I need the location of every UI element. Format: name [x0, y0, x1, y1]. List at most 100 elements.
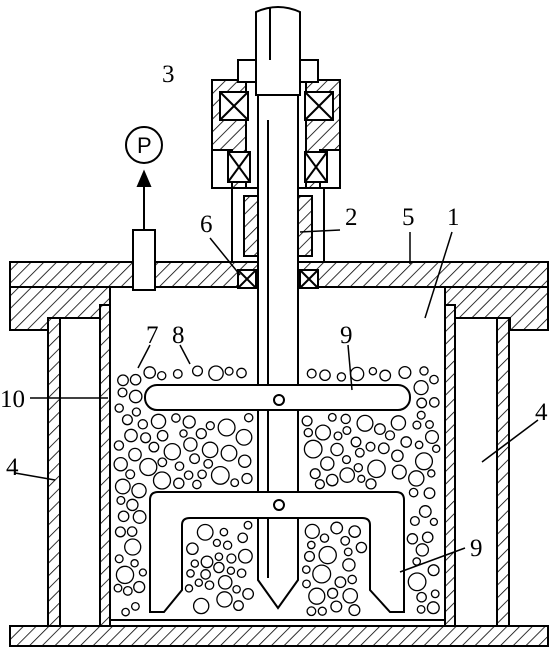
- bubble: [414, 452, 434, 471]
- bubble: [356, 414, 374, 432]
- bubble: [301, 415, 313, 427]
- bubble: [174, 461, 185, 472]
- bubble: [139, 457, 158, 477]
- bubble: [232, 584, 241, 594]
- bubble: [114, 478, 131, 495]
- bubble: [308, 587, 326, 605]
- bubble: [342, 587, 359, 604]
- bubble: [114, 554, 124, 564]
- bubble: [330, 600, 343, 613]
- bubble: [222, 540, 233, 551]
- bubble: [129, 373, 142, 386]
- bubble: [192, 597, 210, 615]
- bubble: [421, 531, 434, 544]
- bubble: [126, 498, 139, 512]
- bubble: [131, 407, 142, 417]
- bubble: [236, 568, 247, 579]
- bubble: [205, 421, 215, 431]
- label-2: 2: [345, 204, 358, 231]
- bubble: [306, 540, 316, 550]
- label-7: 7: [146, 322, 159, 349]
- bubble: [212, 538, 222, 548]
- hollow-stirring-shaft: [257, 94, 299, 610]
- bubble: [113, 440, 125, 451]
- bubble: [353, 462, 364, 473]
- right-vessel-wall: [444, 304, 456, 627]
- bubble: [216, 591, 233, 608]
- bubble: [377, 442, 390, 455]
- bubble: [303, 439, 323, 459]
- bubble: [431, 444, 441, 454]
- bubble: [148, 441, 160, 453]
- bubble: [427, 469, 436, 478]
- bubble: [124, 538, 142, 556]
- bubble: [355, 541, 368, 554]
- bubble: [343, 547, 353, 557]
- bubble: [340, 535, 351, 546]
- bubble: [150, 413, 167, 430]
- bubble: [409, 515, 420, 527]
- bubble: [368, 366, 378, 376]
- label-9-bottom: 9: [470, 535, 483, 562]
- bubble: [413, 379, 429, 396]
- bubble: [373, 423, 386, 436]
- bubble: [122, 585, 133, 596]
- bubble: [327, 412, 337, 422]
- bubble: [132, 510, 147, 524]
- bubble: [341, 455, 352, 465]
- bubble: [425, 420, 434, 429]
- bubble: [416, 397, 428, 409]
- bubble: [182, 415, 196, 429]
- bubble: [133, 580, 146, 594]
- bubble: [200, 555, 214, 569]
- lower-impeller: [149, 491, 405, 613]
- bubble: [429, 517, 439, 527]
- bubble: [121, 414, 133, 426]
- label-5: 5: [402, 204, 415, 231]
- bubble: [243, 412, 254, 423]
- bubble: [137, 419, 149, 430]
- bubble: [226, 553, 237, 564]
- bubble: [365, 478, 377, 490]
- bubble: [114, 526, 126, 538]
- bubble: [314, 479, 326, 490]
- bubble: [414, 440, 424, 450]
- bubble: [391, 449, 404, 463]
- bubble: [124, 428, 138, 443]
- bubble: [195, 427, 207, 440]
- bubble: [126, 526, 138, 537]
- bubble: [200, 569, 211, 580]
- bubble: [319, 369, 331, 382]
- bubble: [419, 366, 429, 376]
- bubble: [113, 456, 128, 472]
- bubble: [220, 444, 238, 462]
- label-1: 1: [447, 204, 460, 231]
- bubble: [318, 545, 337, 565]
- pressure-gauge: [125, 126, 163, 164]
- bubble: [214, 552, 224, 562]
- bubble: [423, 487, 436, 500]
- bubble: [210, 465, 230, 485]
- bubble: [143, 366, 157, 379]
- right-jacket-outer-wall: [496, 317, 510, 627]
- label-10: 10: [0, 386, 25, 413]
- bubble: [340, 413, 351, 425]
- bubble: [354, 447, 365, 458]
- bubble: [317, 606, 327, 616]
- bubble: [426, 601, 440, 615]
- left-jacket-channel: [59, 317, 101, 627]
- bubble: [186, 569, 195, 578]
- label-6: 6: [200, 211, 213, 238]
- bubble: [217, 418, 236, 437]
- bubble: [390, 415, 407, 431]
- bubble: [156, 370, 167, 381]
- bubble: [384, 430, 396, 441]
- bubble: [140, 432, 152, 444]
- bubble: [416, 410, 426, 420]
- label-4-left: 4: [6, 454, 19, 481]
- bubble: [242, 587, 255, 600]
- gas-outlet-pipe: [132, 229, 156, 291]
- pressure-gauge-label: P: [137, 133, 152, 158]
- packing-left: [243, 195, 259, 257]
- packing-right: [297, 195, 313, 257]
